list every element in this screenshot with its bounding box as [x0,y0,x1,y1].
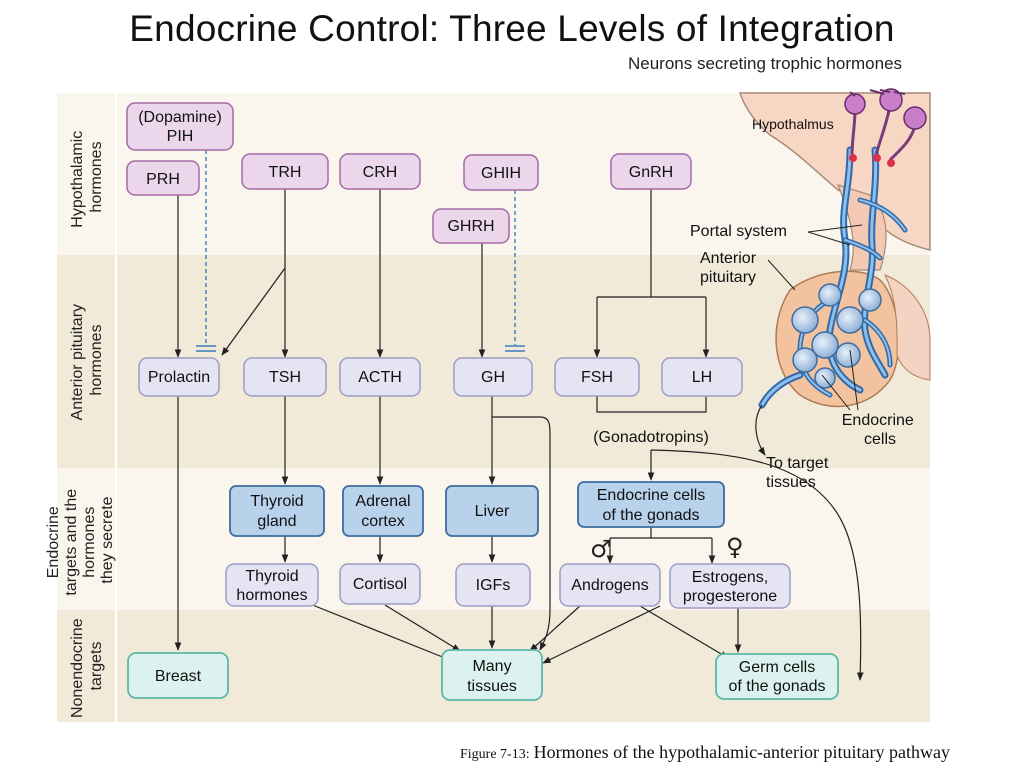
row-label-endocrine: Endocrine targets and the hormones they … [45,484,116,595]
box-fsh: FSH [554,357,640,397]
svg-text:TRH: TRH [269,164,302,181]
svg-text:tissues: tissues [467,678,517,695]
neuron-3 [903,106,927,130]
box-adrenal-cortex: Adrenal cortex [342,485,424,537]
box-igfs: IGFs [455,563,531,607]
svg-text:Many: Many [472,658,511,675]
box-thyroid-gland: Thyroid gland [229,485,325,537]
svg-text:gland: gland [257,513,296,530]
figure-caption-text: Hormones of the hypothalamic-anterior pi… [533,742,950,762]
svg-text:Endocrine cells: Endocrine cells [597,487,706,504]
box-endocrine-gonads: Endocrine cells of the gonads [577,481,725,528]
portal-vessel-2-inner [863,148,887,377]
svg-text:Liver: Liver [475,503,510,520]
box-crh: CRH [339,153,421,190]
svg-text:TSH: TSH [269,369,301,386]
svg-text:progesterone: progesterone [683,588,777,605]
posterior-pituitary [883,274,931,381]
page-title: Endocrine Control: Three Levels of Integ… [129,8,895,49]
svg-text:of the gonads: of the gonads [603,507,700,524]
endocrine-cell-clusters [791,283,882,389]
row-label-nonendocrine: Nonendocrine targets [69,614,105,718]
row-label-anterior: Anterior pituitary hormones [69,300,105,421]
svg-text:GH: GH [481,369,505,386]
svg-text:IGFs: IGFs [476,577,511,594]
svg-text:LH: LH [692,369,712,386]
svg-text:PIH: PIH [167,128,194,145]
box-ghrh: GHRH [432,208,510,244]
anterior-pituitary-label: Anterior pituitary [700,250,760,286]
svg-text:GHIH: GHIH [481,165,521,182]
box-prolactin: Prolactin [138,357,220,397]
box-cortisol: Cortisol [339,563,421,605]
svg-text:ACTH: ACTH [358,369,402,386]
portal-vessel-1-inner [827,148,862,392]
svg-text:PRH: PRH [146,171,180,188]
svg-text:Cortisol: Cortisol [353,576,407,593]
connectors [174,189,864,681]
svg-text:cortex: cortex [361,513,405,530]
box-dopamine-pih: (Dopamine) PIH [126,102,234,151]
box-gnrh: GnRH [610,153,692,190]
svg-text:Adrenal: Adrenal [355,493,410,510]
inhibitory-lines [196,150,525,352]
portal-vessel-3-inner [798,199,906,396]
row-label-hypothalamic: Hypothalamic hormones [69,126,105,227]
svg-text:GnRH: GnRH [629,164,673,181]
outflow-vein-inner [760,373,802,407]
male-symbol: ♂ [590,535,612,563]
svg-text:FSH: FSH [581,369,613,386]
svg-text:hormones: hormones [236,587,307,604]
svg-text:Thyroid: Thyroid [250,493,303,510]
svg-text:(Dopamine): (Dopamine) [138,109,222,126]
svg-text:CRH: CRH [363,164,398,181]
svg-text:Thyroid: Thyroid [245,568,298,585]
neuron-1 [844,93,866,115]
figure-number: Figure 7-13: [460,747,530,762]
svg-text:Estrogens,: Estrogens, [692,569,768,586]
box-lh: LH [661,357,743,397]
svg-text:Androgens: Androgens [571,577,648,594]
box-androgens: Androgens [559,563,661,607]
figure-caption: Figure 7-13: Hormones of the hypothalami… [460,742,950,763]
svg-text:Prolactin: Prolactin [148,369,210,386]
svg-text:Breast: Breast [155,668,202,685]
box-breast: Breast [127,652,229,699]
svg-text:GHRH: GHRH [447,218,494,235]
pituitary-illustration [738,88,931,456]
box-germ-cells: Germ cells of the gonads [715,653,839,700]
female-symbol: ♀ [726,533,744,561]
box-ghih: GHIH [463,154,539,191]
box-acth: ACTH [339,357,421,397]
box-trh: TRH [241,153,329,190]
svg-text:Germ cells: Germ cells [739,659,815,676]
svg-text:of the gonads: of the gonads [729,678,826,695]
endocrine-cells-label: Endocrine cells [842,412,919,448]
portal-system-label: Portal system [690,223,787,240]
neurons-label: Neurons secreting trophic hormones [628,54,903,73]
box-prh: PRH [126,160,200,196]
hypothalamus-label: Hypothalmus [752,116,834,132]
box-thyroid-hormones: Thyroid hormones [225,563,319,607]
box-liver: Liver [445,485,539,537]
gonadotropins-label: (Gonadotropins) [593,429,709,446]
to-target-tissues-label: To target tissues [766,455,833,491]
neuron-cells [844,88,927,167]
box-gh: GH [453,357,533,397]
neuron-2 [879,88,903,112]
box-many-tissues: Many tissues [441,649,543,701]
box-estrogens-progesterone: Estrogens, progesterone [669,563,791,609]
box-tsh: TSH [243,357,327,397]
